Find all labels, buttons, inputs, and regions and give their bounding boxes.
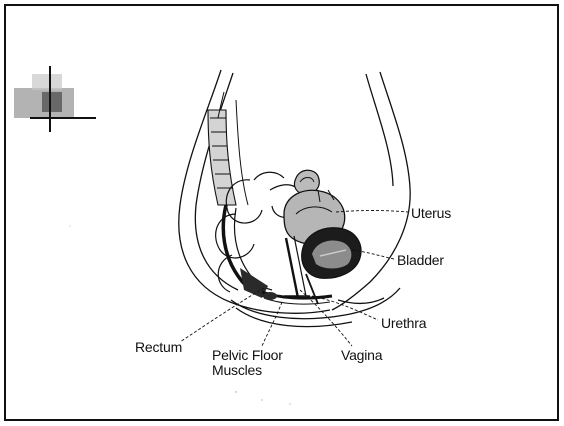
pelvic-floor-muscles-label: Pelvic Floor Muscles: [212, 348, 283, 378]
bladder-label: Bladder: [397, 253, 444, 268]
pelvic-floor-label-line1: Pelvic Floor: [212, 348, 283, 363]
corner-logo-mark: [14, 66, 96, 132]
uterus-label: Uterus: [411, 206, 451, 221]
vagina-label: Vagina: [341, 348, 382, 363]
urethra-leader: [312, 296, 378, 320]
spine-vertebrae: [208, 92, 248, 205]
uterus-leader: [336, 211, 408, 213]
rectum-label: Rectum: [135, 340, 182, 355]
rectum-structure: [223, 205, 272, 298]
urethra-label: Urethra: [381, 316, 426, 331]
bladder-structure: [302, 228, 361, 279]
pelvic-floor-label-line2: Muscles: [212, 363, 283, 378]
rectum-leader: [180, 288, 264, 342]
